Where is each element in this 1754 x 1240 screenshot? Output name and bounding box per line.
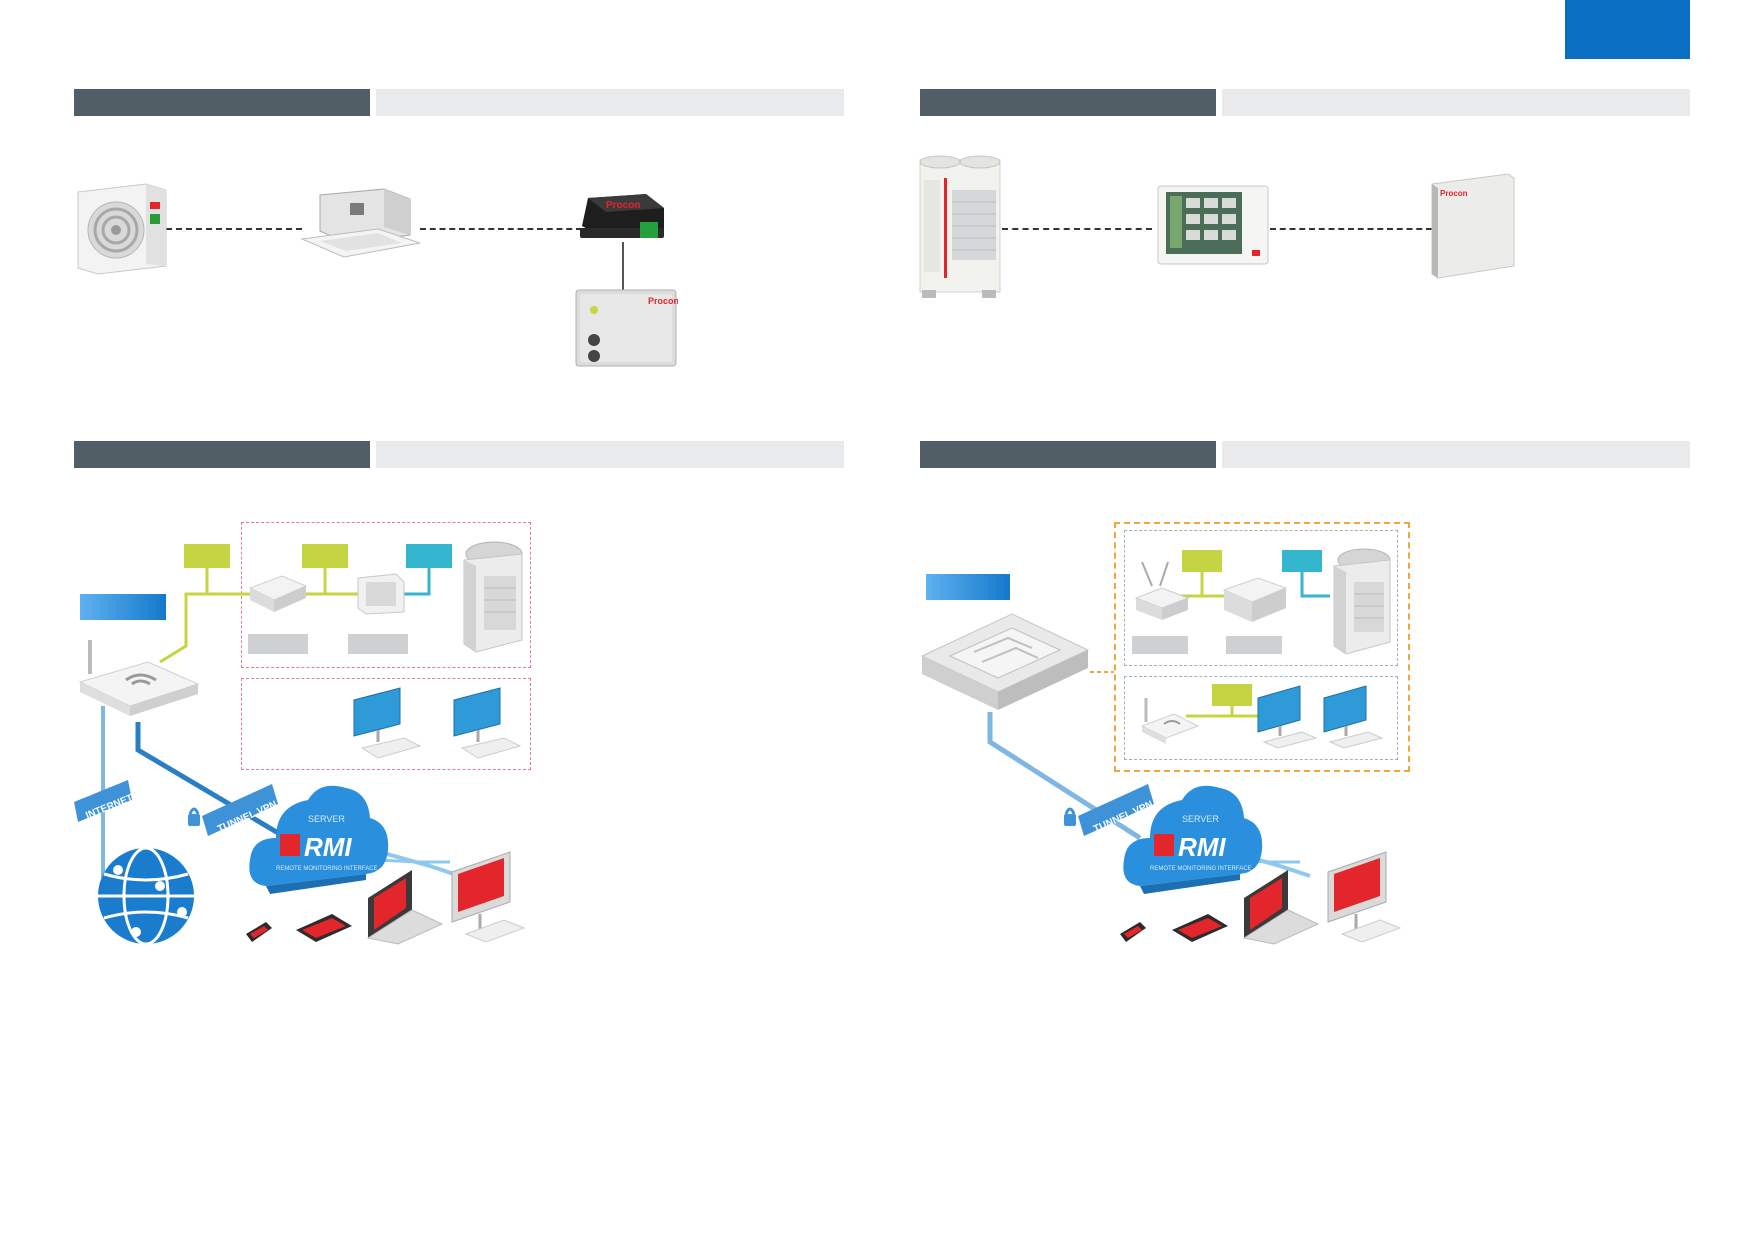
wifi-router-icon	[78, 640, 200, 716]
laptop-icon	[1242, 870, 1320, 945]
tunnel-vpn-tag: TUNNEL VPN	[188, 784, 279, 836]
desktop-icon	[451, 851, 526, 943]
rmi-subtitle: REMOTE MONITORING INTERFACE	[276, 866, 378, 872]
touch-panel-icon	[357, 573, 405, 615]
gateway-antenna-icon	[1134, 561, 1190, 620]
connection-wire	[622, 242, 624, 292]
vrf-unit-icon	[463, 541, 523, 653]
vrf-unit-icon	[1333, 548, 1391, 655]
workstation-group-box	[1124, 676, 1398, 760]
section-header-3	[74, 441, 370, 468]
device-title-tag	[80, 594, 166, 620]
procon-gateway-icon: Procon	[580, 194, 664, 238]
procon-logo-text: Procon	[1440, 189, 1468, 198]
central-controller-icon	[920, 613, 1090, 710]
outdoor-unit-icon	[77, 183, 167, 275]
tablet-icon	[1172, 914, 1228, 942]
touch-controller-icon	[1157, 185, 1269, 265]
connection-line	[420, 228, 582, 230]
globe-icon	[98, 846, 194, 946]
vrf-outdoor-unit-icon	[919, 155, 1001, 298]
workstation-group-box	[241, 678, 531, 770]
desktop-icon	[1327, 851, 1402, 943]
smartphone-icon	[246, 922, 272, 942]
wifi-router-icon	[1140, 698, 1200, 744]
section-subheader-2	[1222, 89, 1690, 116]
device-caption-tag	[1226, 636, 1282, 654]
device-caption-tag	[248, 634, 308, 654]
gateway-box-icon	[248, 575, 308, 612]
page-corner-tab	[1565, 0, 1690, 59]
connection-line	[166, 228, 302, 230]
smartphone-icon	[1120, 922, 1146, 942]
server-label: SERVER	[308, 814, 345, 824]
plant-group-box	[1124, 530, 1398, 666]
section-subheader-3	[376, 441, 844, 468]
connection-line	[1270, 228, 1432, 230]
site-group-box	[1114, 522, 1410, 772]
cloud-server-icon: SERVER RMI REMOTE MONITORING INTERFACE	[1123, 785, 1263, 894]
section-header-2	[920, 89, 1216, 116]
section-subheader-1	[376, 89, 844, 116]
internet-tag: INTERNET	[74, 780, 134, 822]
device-title-tag	[926, 574, 1010, 600]
protocol-tag	[184, 544, 230, 568]
monitor-icon	[1323, 685, 1384, 749]
protocol-tag	[406, 544, 452, 568]
protocol-tag	[1282, 550, 1322, 572]
protocol-tag	[1212, 684, 1252, 706]
monitor-icon	[353, 687, 422, 759]
section-header-4	[920, 441, 1216, 468]
laptop-icon	[366, 870, 444, 945]
cassette-unit-icon	[300, 188, 421, 258]
protocol-tag	[302, 544, 348, 568]
procon-logo-text: Procon	[648, 296, 678, 306]
tunnel-vpn-tag: TUNNEL VPN	[1064, 784, 1155, 836]
rmi-logo-text: RMI	[304, 832, 352, 862]
procon-logo-text: Procon	[606, 200, 640, 211]
connection-line	[1002, 228, 1152, 230]
device-caption-tag	[348, 634, 408, 654]
protocol-tag	[1182, 550, 1222, 572]
monitor-icon	[453, 687, 522, 759]
rmi-subtitle: REMOTE MONITORING INTERFACE	[1150, 866, 1252, 872]
cloud-server-icon: SERVER RMI REMOTE MONITORING INTERFACE	[249, 785, 389, 894]
rmi-logo-text: RMI	[1178, 832, 1226, 862]
procon-enclosure-icon: Procon	[575, 289, 678, 367]
gateway-box-icon	[1222, 577, 1288, 622]
section-header-1	[74, 89, 370, 116]
monitor-icon	[1257, 685, 1318, 749]
procon-cabinet-icon: Procon	[1431, 173, 1515, 279]
device-caption-tag	[1132, 636, 1188, 654]
server-label: SERVER	[1182, 814, 1219, 824]
tablet-icon	[296, 914, 352, 942]
section-subheader-4	[1222, 441, 1690, 468]
